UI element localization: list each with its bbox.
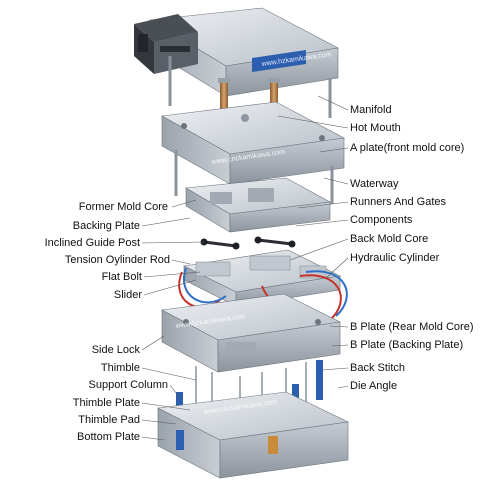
former-mold-core-plate [185,177,331,233]
label-support-column: Support Column [88,379,169,391]
guide-pins-top [168,56,332,118]
inclined-guide-post-ends [200,236,296,250]
label-tension-cylinder-rod: Tension Oylinder Rod [64,254,170,266]
label-b-plate-rear: B Plate (Rear Mold Core) [350,321,474,333]
label-hydraulic-cylinder: Hydraulic Cylinder [350,252,440,264]
label-manifold: Manifold [350,104,392,116]
label-waterway: Waterway [350,178,399,190]
label-flat-bolt: Flat Bolt [101,271,142,283]
label-inclined-guide-post: Inclined Guide Post [44,237,140,249]
label-bottom-plate: Bottom Plate [77,431,140,443]
label-hot-mouth: Hot Mouth [350,122,401,134]
label-components: Components [350,214,413,226]
label-a-plate: A plate(front mold core) [350,142,465,154]
label-side-lock: Side Lock [91,344,140,356]
label-thimble: Thimble [100,362,140,374]
b-plate-rear-mold-core: www.hzkamikawa.com [161,293,341,373]
label-runners-gates: Runners And Gates [350,196,447,208]
leader-lines [141,95,349,441]
label-back-mold-core: Back Mold Core [350,233,429,245]
a-plate: www.cnckamikawa.com [161,101,345,185]
inclined-guide-posts [202,238,294,248]
label-backing-plate: Backing Plate [72,220,140,232]
connector-box [134,14,198,74]
label-die-angle: Die Angle [350,380,398,392]
label-back-stitch: Back Stitch [350,362,406,374]
label-thimble-pad: Thimble Pad [78,414,140,426]
bottom-plate: www.cnckamikawa.com [157,391,350,479]
label-b-plate-backing: B Plate (Backing Plate) [350,339,464,351]
label-former-mold-core: Former Mold Core [78,201,168,213]
label-thimble-plate: Thimble Plate [72,397,140,409]
label-slider: Slider [113,289,142,301]
guide-pins-middle [174,150,334,204]
